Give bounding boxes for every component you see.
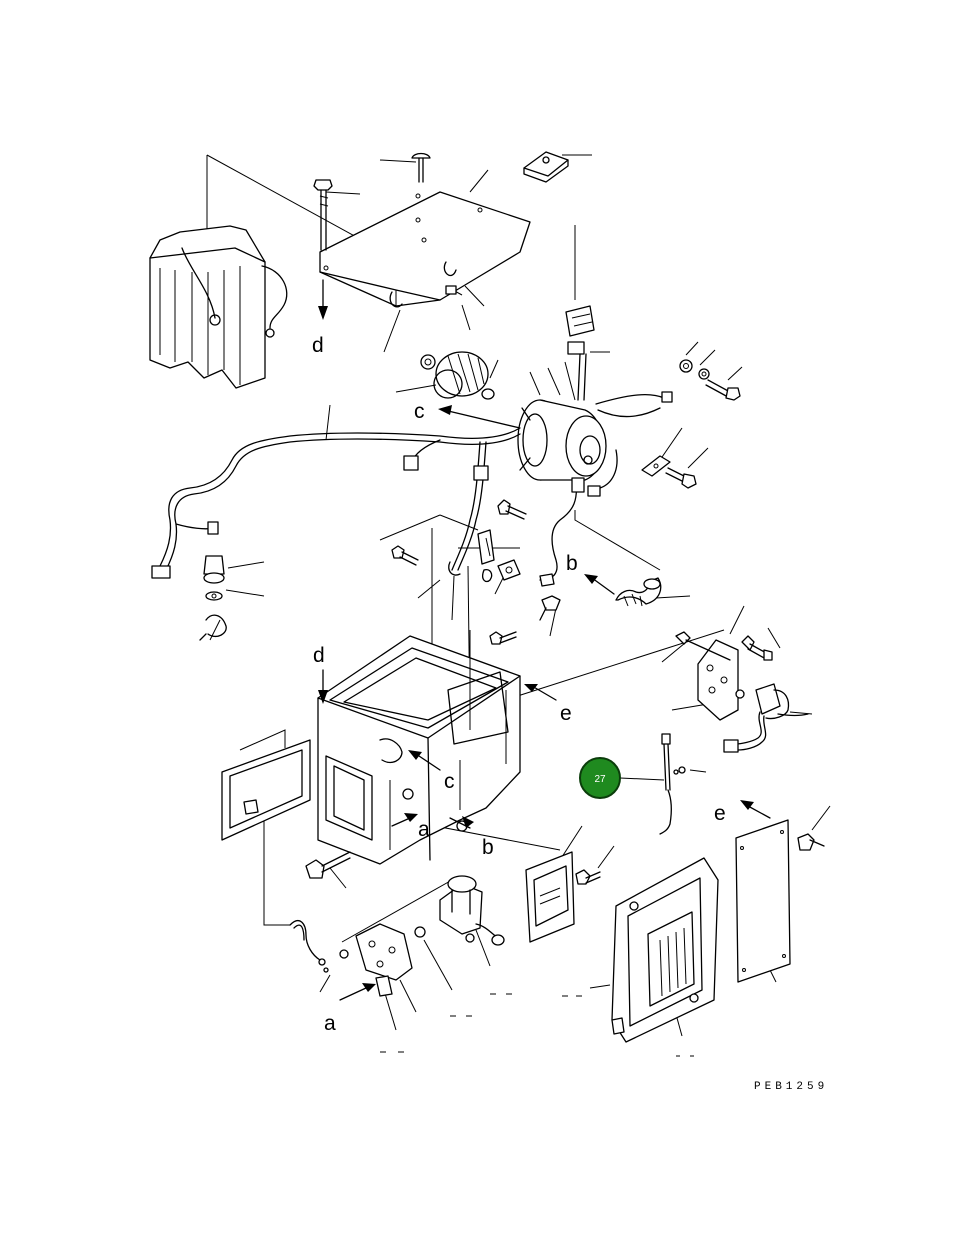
label-c-upper: c xyxy=(414,400,425,423)
heater-core-unit xyxy=(149,225,288,389)
left-duct-panel xyxy=(221,739,311,841)
thermistor-sensor xyxy=(659,733,686,835)
callout-27-number: 27 xyxy=(594,774,606,785)
relay-connectors xyxy=(448,529,555,587)
label-b-upper: b xyxy=(566,552,578,575)
rubber-pad xyxy=(523,151,569,183)
bottom-left-bolt xyxy=(305,851,351,879)
arrow-e-right: e xyxy=(714,800,771,825)
control-panel-small xyxy=(525,851,601,943)
arrow-e-case: e xyxy=(524,684,572,725)
arrow-d-lower: d xyxy=(313,644,328,704)
clamp-bolt-right xyxy=(641,455,697,489)
fan-wheel xyxy=(420,351,495,400)
control-unit xyxy=(611,857,719,1043)
arrow-c-lower: c xyxy=(408,750,455,793)
arrow-a-lower: a xyxy=(324,983,376,1035)
label-c-lower: c xyxy=(444,770,455,793)
solenoid-valve xyxy=(723,683,809,753)
label-d-lower: d xyxy=(313,644,325,667)
label-d-top: d xyxy=(312,334,324,357)
arrow-b-upper: b xyxy=(566,552,615,595)
heater-case xyxy=(317,630,521,865)
cover-plate-right xyxy=(735,819,825,983)
top-bracket-plate xyxy=(319,191,531,308)
connector-plug xyxy=(565,305,595,401)
arrow-c-upper: c xyxy=(414,400,521,429)
drawing-code: PEB1259 xyxy=(754,1081,828,1093)
lower-valve-assembly xyxy=(339,875,505,997)
callout-27[interactable]: 27 xyxy=(579,757,621,799)
valve-bracket xyxy=(675,631,773,721)
label-a-lower: a xyxy=(324,1012,336,1035)
lower-sensor-lead xyxy=(289,920,329,973)
label-b-lower: b xyxy=(482,836,494,859)
label-a-case: a xyxy=(418,818,430,841)
arrow-a-case: a xyxy=(391,813,430,841)
leader-lines xyxy=(206,154,831,1057)
duct-hose xyxy=(615,577,662,607)
arrow-b-lower: b xyxy=(449,816,494,859)
arrow-d-top: d xyxy=(312,279,328,357)
label-e-right: e xyxy=(714,802,726,825)
right-top-fasteners xyxy=(595,359,741,418)
pressure-switch xyxy=(199,555,227,641)
middle-bolts xyxy=(391,499,561,645)
label-e-case: e xyxy=(560,702,572,725)
blower-motor xyxy=(517,399,607,481)
wiring-harness xyxy=(151,427,618,581)
top-bolts xyxy=(313,152,431,251)
